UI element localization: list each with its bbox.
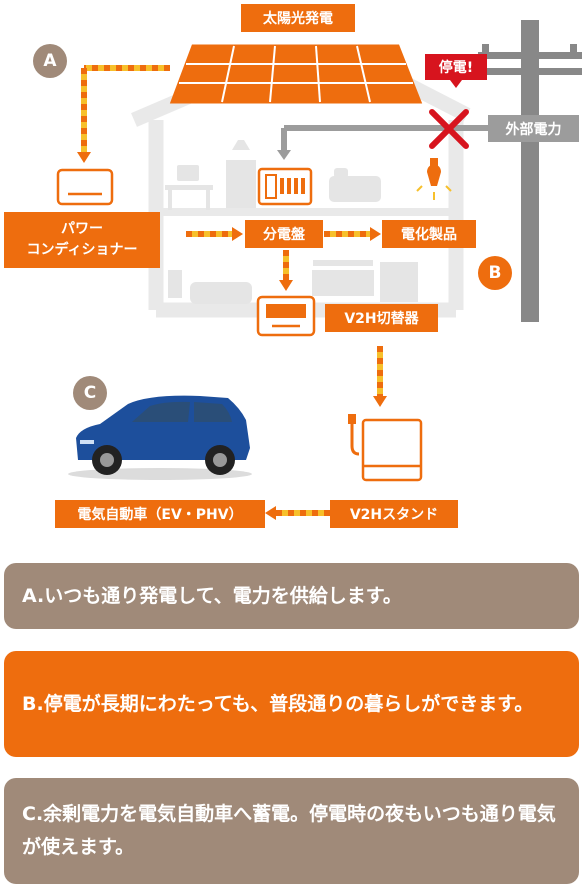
label-appliances: 電化製品 xyxy=(382,220,476,248)
marker-c: C xyxy=(73,376,107,410)
card-a: A.いつも通り発電して、電力を供給します。 xyxy=(4,563,579,629)
v2h-switch-icon xyxy=(256,295,316,337)
flow-arrows xyxy=(81,65,383,516)
distribution-board-icon xyxy=(257,167,313,206)
card-c: C.余剰電力を電気自動車へ蓄電。停電時の夜もいつも通り電気が使えます。 xyxy=(4,778,579,884)
light-bulb-icon xyxy=(416,158,452,200)
label-solar: 太陽光発電 xyxy=(241,4,355,32)
outage-x-icon xyxy=(429,109,469,149)
card-b: B.停電が長期にわたっても、普段通りの暮らしができます。 xyxy=(4,651,579,757)
label-external-power: 外部電力 xyxy=(488,115,579,142)
electric-car-icon xyxy=(68,395,252,480)
diagram-graphics xyxy=(56,20,582,520)
external-power-arrowhead xyxy=(277,150,291,160)
label-v2h-stand: V2Hスタンド xyxy=(330,500,458,528)
label-ev: 電気自動車（EV・PHV） xyxy=(55,500,265,528)
solar-panel-icon xyxy=(169,44,423,104)
label-v2h-switch: V2H切替器 xyxy=(325,304,438,332)
utility-pole xyxy=(478,20,582,322)
label-power-conditioner-line1: パワー xyxy=(61,221,103,237)
label-distribution-board: 分電盤 xyxy=(245,220,323,248)
label-power-conditioner: パワー コンディショナー xyxy=(4,212,160,268)
marker-a: A xyxy=(33,44,67,78)
marker-b: B xyxy=(478,256,512,290)
label-outage: 停電! xyxy=(425,54,487,80)
flow-arrowheads xyxy=(77,152,387,520)
label-power-conditioner-line2: コンディショナー xyxy=(26,242,138,258)
power-conditioner-icon xyxy=(56,168,114,206)
v2h-stand-icon xyxy=(348,414,423,482)
outage-pointer xyxy=(450,80,462,88)
furniture-silhouettes xyxy=(165,140,418,304)
